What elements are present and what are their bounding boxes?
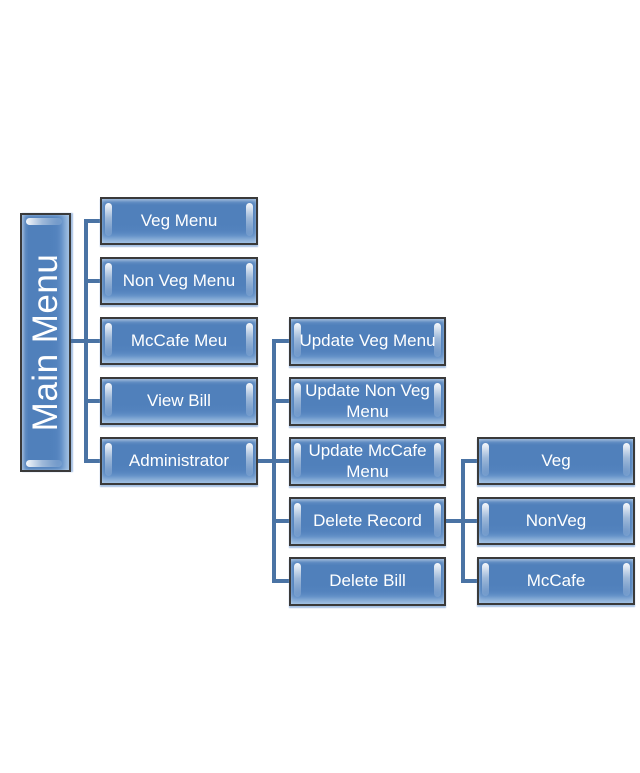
node-delete-record: Delete Record xyxy=(289,497,446,546)
node-non-veg-menu: Non Veg Menu xyxy=(100,257,258,305)
connector-l3-row5 xyxy=(461,459,477,463)
node-view-bill: View Bill xyxy=(100,377,258,425)
connector-l2-row4 xyxy=(272,399,290,403)
node-nonveg: NonVeg xyxy=(477,497,635,545)
connector-l1-row1 xyxy=(84,219,100,223)
connector-l3-trunk xyxy=(461,459,465,583)
node-delete-bill: Delete Bill xyxy=(289,557,446,606)
connector-l1-row4 xyxy=(84,399,100,403)
connector-l2-row3 xyxy=(272,339,290,343)
node-veg-menu: Veg Menu xyxy=(100,197,258,245)
node-administrator: Administrator xyxy=(100,437,258,485)
node-veg: Veg xyxy=(477,437,635,485)
connector-l3-row7 xyxy=(461,579,477,583)
node-update-non-veg-menu: Update Non Veg Menu xyxy=(289,377,446,426)
connector-l1-row5 xyxy=(84,459,100,463)
connector-l1-trunk xyxy=(84,219,88,463)
connector-l2-row6 xyxy=(272,519,290,523)
connector-l1-row2 xyxy=(84,279,100,283)
node-mccafe-meu: McCafe Meu xyxy=(100,317,258,365)
connector-l2-trunk xyxy=(272,339,276,583)
connector-l2-row7 xyxy=(272,579,290,583)
node-update-veg-menu: Update Veg Menu xyxy=(289,317,446,366)
node-update-mccafe-menu: Update McCafe Menu xyxy=(289,437,446,486)
node-main-menu: Main Menu xyxy=(20,213,71,472)
node-main-menu-wrap: Main Menu xyxy=(20,213,71,472)
node-mccafe: McCafe xyxy=(477,557,635,605)
